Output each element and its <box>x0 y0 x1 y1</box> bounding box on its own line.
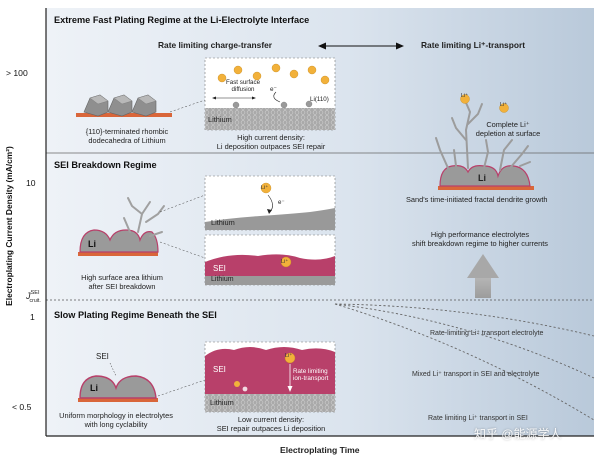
slow-regime-title: Slow Plating Regime Beneath the SEI <box>54 310 217 320</box>
ion-label-extreme-1: Li⁺ <box>461 93 469 99</box>
inset-lithium-label-slow: Lithium <box>210 398 234 407</box>
breakdown-regime-title: SEI Breakdown Regime <box>54 160 157 170</box>
high-surface-area-lithium-illustration <box>78 197 165 256</box>
extreme-regime-title: Extreme Fast Plating Regime at the Li-El… <box>54 15 310 25</box>
high-performance-caption: High performance electrolytes shift brea… <box>412 230 548 248</box>
sands-time-caption: Sand's time-initiated fractal dendrite g… <box>406 195 548 204</box>
curve-label-sei: Rate limiting Li⁺ transport in SEI <box>428 415 528 422</box>
inset-lithium-label-extreme: Lithium <box>208 115 232 124</box>
curve-label-mixed: Mixed Li⁺ transport in SEI and electroly… <box>412 371 540 378</box>
rhombic-dodecahedra-illustration <box>76 94 172 117</box>
x-axis-label: Electroplating Time <box>280 445 360 455</box>
inset-sei-label-slow: SEI <box>213 365 226 374</box>
rate-limiting-ion-transport-label: Rate limiting ion-transport <box>293 368 329 383</box>
li110-label: Li(110) <box>310 96 329 103</box>
tick-gt100: > 100 <box>6 68 28 78</box>
fractal-dendrite-illustration <box>435 94 534 190</box>
rate-limiting-li-transport: Rate limiting Li⁺-transport <box>421 40 525 50</box>
sei-callout-label: SEI <box>96 352 109 361</box>
inset-lithium-growth <box>204 175 336 231</box>
li-label-dendrite: Li <box>478 173 486 183</box>
tick-lt05: < 0.5 <box>12 402 32 412</box>
li-depletion-caption: Complete Li⁺ depletion at surface <box>475 120 541 138</box>
high-current-caption: High current density: Li deposition outp… <box>216 133 326 151</box>
electron-label-breakdown: e⁻ <box>278 199 285 206</box>
leader-line-breakdown-1 <box>159 194 206 213</box>
rate-limit-double-arrow <box>318 42 404 50</box>
ion-label-extreme-2: Li⁺ <box>500 102 508 108</box>
inset-lithium-label-breakdown-2: Lithium <box>211 276 234 283</box>
li-label-slow: Li <box>90 383 98 393</box>
inset-li110-surface <box>204 57 336 131</box>
inset-lithium-label-breakdown-1: Lithium <box>211 218 235 227</box>
tick-1: 1 <box>30 312 35 322</box>
fast-surface-diffusion-label: Fast surface diffusion <box>225 79 261 94</box>
leader-line-slow <box>157 379 206 397</box>
breakdown-left-caption: High surface area lithium after SEI brea… <box>81 273 163 291</box>
uniform-morphology-caption: Uniform morphology in electrolytes with … <box>59 411 173 429</box>
transport-curves <box>334 303 595 421</box>
y-axis-label: Electroplating Current Density (mA/cm²) <box>4 146 14 306</box>
ion-label-breakdown-2: Li⁺ <box>281 259 289 265</box>
inset-sei-breakdown <box>204 234 336 286</box>
low-current-caption: Low current density: SEI repair outpaces… <box>216 415 326 433</box>
li-label-breakdown: Li <box>88 239 96 249</box>
shift-up-arrow <box>467 254 499 298</box>
watermark: 知乎 @能源学人 <box>474 427 562 441</box>
ion-label-slow: Li⁺ <box>285 353 293 359</box>
ion-label-breakdown-1: Li⁺ <box>261 185 269 191</box>
uniform-lithium-illustration <box>78 362 158 402</box>
inset-sei-ion-transport <box>204 341 336 413</box>
electron-label-extreme: e⁻ <box>270 86 277 93</box>
curve-label-electrolyte: Rate-limiting Li⁺ transport electrolyte <box>430 330 544 337</box>
tick-10: 10 <box>26 178 36 188</box>
inset-sei-label-breakdown: SEI <box>213 264 226 273</box>
rate-limiting-charge-transfer: Rate limiting charge-transfer <box>158 40 273 50</box>
jcrit-label: JSEIcruit. <box>26 290 41 304</box>
rhombic-caption: {110}-terminated rhombic dodecahedra of … <box>85 127 169 145</box>
